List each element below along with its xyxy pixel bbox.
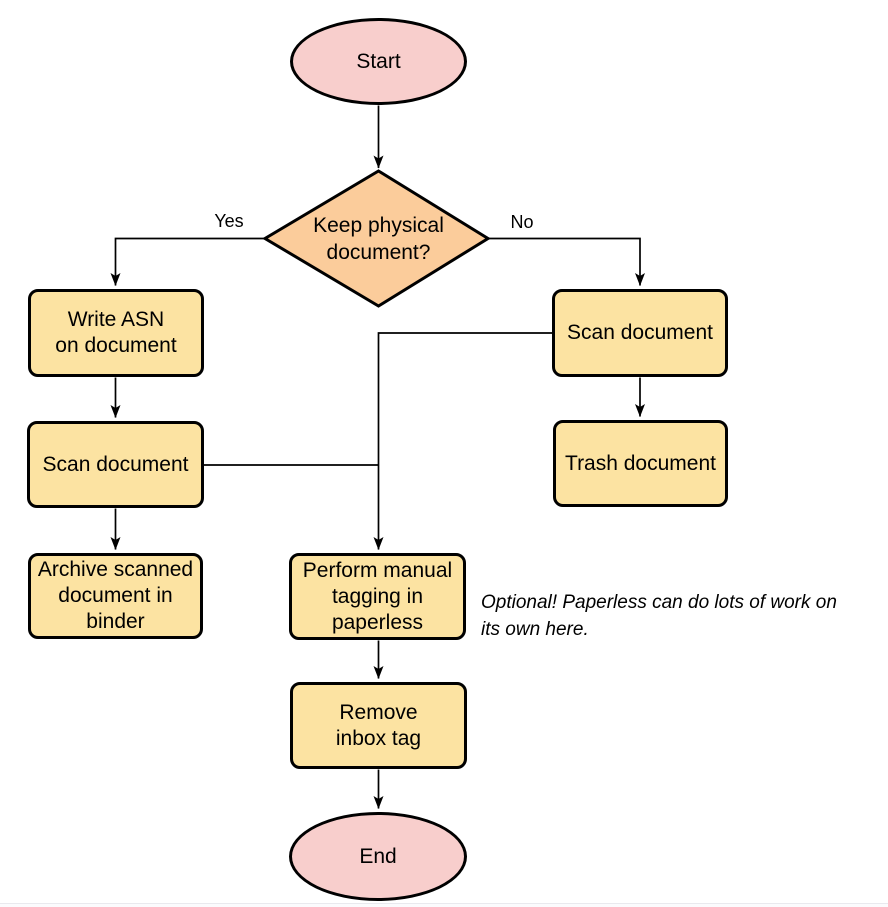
edge-scan-right-perform-tagging <box>373 332 552 550</box>
archive-node: Archive scanned document in binder <box>28 553 203 639</box>
scan-document-left-node: Scan document <box>27 421 204 508</box>
start-node-label: Start <box>356 49 401 73</box>
perform-tagging-node: Perform manual tagging in paperless <box>289 553 466 640</box>
start-node: Start <box>290 18 467 105</box>
scan-document-left-label: Scan document <box>42 452 189 476</box>
write-asn-node-label: Write ASN on document <box>55 308 177 357</box>
yes-edge-label: Yes <box>214 211 244 231</box>
no-edge-label: No <box>510 212 534 232</box>
decision-node-shape <box>262 169 491 308</box>
trash-document-node-label: Trash document <box>565 451 716 475</box>
page-bottom-strip <box>0 904 888 907</box>
page-bottom-border <box>0 903 888 904</box>
remove-inbox-tag-node: Remove inbox tag <box>290 682 467 769</box>
trash-document-node: Trash document <box>553 420 728 507</box>
end-node: End <box>289 812 467 901</box>
scan-document-right-label: Scan document <box>567 321 713 344</box>
optional-note: Optional! Paperless can do lots of work … <box>481 592 837 640</box>
end-node-label: End <box>359 844 397 868</box>
perform-tagging-node-label: Perform manual tagging in paperless <box>302 558 453 634</box>
remove-inbox-tag-node-label: Remove inbox tag <box>335 700 422 750</box>
edge-decision-no-scan-right <box>488 237 645 286</box>
write-asn-node: Write ASN on document <box>28 289 204 377</box>
edge-decision-yes-write-asn <box>110 237 265 286</box>
archive-node-label: Archive scanned document in binder <box>37 558 194 633</box>
scan-document-right-node: Scan document <box>552 289 728 377</box>
decision-node-label: Keep physical document? <box>313 213 444 264</box>
